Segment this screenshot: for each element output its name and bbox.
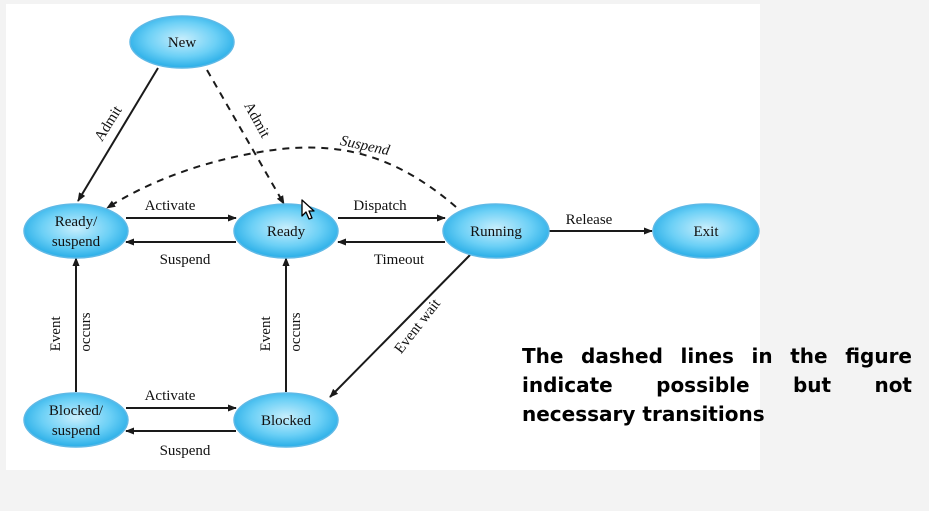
- label-event-occurs-left: Event occurs: [48, 312, 94, 351]
- label-activate-bottom: Activate: [145, 388, 196, 404]
- node-blocked-suspend: Blocked/ suspend: [23, 392, 129, 448]
- svg-text:Blocked: Blocked: [261, 413, 311, 429]
- label-event-occurs-mid: Event occurs: [258, 312, 304, 351]
- label-activate-top: Activate: [145, 198, 196, 214]
- edge-admit-new-to-ready-suspend: [77, 67, 159, 202]
- node-blocked: Blocked: [233, 392, 339, 448]
- svg-text:suspend: suspend: [52, 234, 101, 250]
- edge-event-wait: [329, 254, 471, 398]
- node-new: New: [129, 15, 235, 69]
- svg-text:Ready/: Ready/: [55, 214, 98, 230]
- svg-text:suspend: suspend: [52, 423, 101, 439]
- label-timeout: Timeout: [374, 252, 425, 268]
- node-running: Running: [442, 203, 550, 259]
- svg-text:Running: Running: [470, 224, 522, 240]
- label-admit-right: Admit: [240, 99, 273, 141]
- label-suspend-top: Suspend: [160, 252, 211, 268]
- edge-admit-new-to-ready: [206, 69, 285, 205]
- svg-text:Exit: Exit: [694, 224, 720, 240]
- diagram-panel: [6, 4, 760, 470]
- label-release: Release: [566, 212, 613, 228]
- svg-text:New: New: [168, 35, 196, 51]
- mouse-pointer-icon: [301, 199, 315, 220]
- node-ready-suspend: Ready/ suspend: [23, 203, 129, 259]
- label-suspend-bottom: Suspend: [160, 443, 211, 459]
- svg-text:Ready: Ready: [267, 224, 306, 240]
- caption-text: The dashed lines in the figure indicate …: [522, 344, 912, 426]
- svg-text:Blocked/: Blocked/: [49, 403, 104, 419]
- node-exit: Exit: [652, 203, 760, 259]
- node-ready: Ready: [233, 203, 339, 259]
- label-admit-left: Admit: [92, 103, 126, 145]
- edge-suspend-running-to-ready-suspend: [106, 146, 457, 209]
- label-dispatch: Dispatch: [353, 198, 407, 214]
